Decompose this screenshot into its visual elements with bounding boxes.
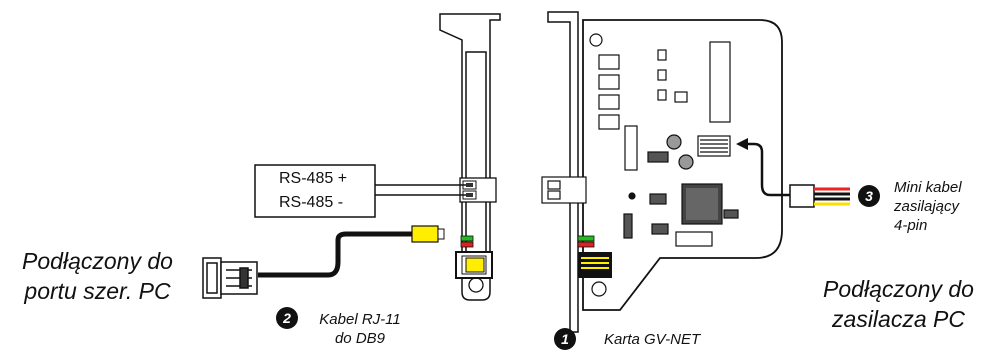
rj11-plug-yellow [411,225,439,243]
badge-cable: 2 [276,307,298,329]
rj11-plug-in-port [465,257,485,273]
pc-port-label: Podłączony do portu szer. PC [22,248,173,304]
card-rj11-port [578,252,612,278]
badge-card: 1 [554,328,576,350]
rj11-cable [258,231,412,278]
cable-label: Kabel RJ-11 do DB9 [319,311,401,347]
pc-power-label: Podłączony do zasilacza PC [823,276,974,332]
card-led-green [577,235,595,242]
card-label: Karta GV-NET [604,331,701,348]
db9-connector [202,257,258,299]
badge-power: 3 [858,185,880,207]
card-components [541,33,739,297]
power-arrow [742,142,790,197]
rs485-box [254,164,376,218]
led-red [460,241,474,248]
card-led-red [577,241,595,248]
card-bracket [547,11,579,333]
rs485-plus-label: RS-485 + [279,170,348,187]
rs485-minus-label: RS-485 - [279,194,344,211]
power-plug [789,184,815,208]
led-green [460,235,474,242]
mini-cable-label: Mini kabel zasilający 4-pin [894,179,962,234]
